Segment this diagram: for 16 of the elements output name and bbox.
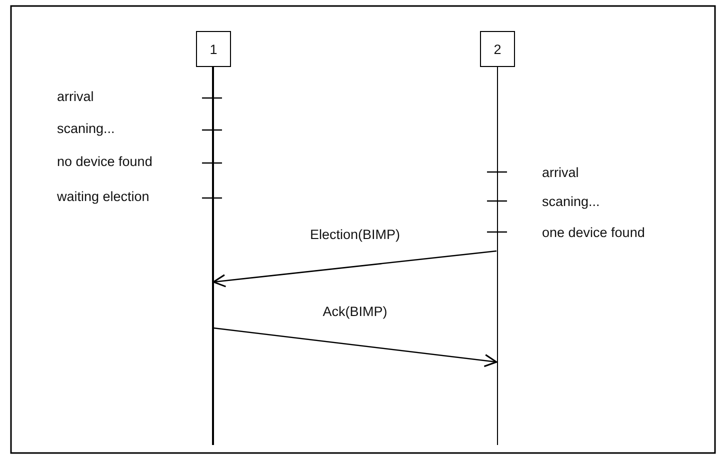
event-label: one device found: [542, 225, 645, 241]
participant-number: 2: [494, 42, 502, 56]
event-label: waiting election: [57, 189, 150, 205]
event-label: arrival: [57, 89, 94, 105]
message-arrow: [213, 327, 498, 368]
lifeline: [212, 67, 214, 445]
event-label: scaning...: [57, 121, 115, 137]
message-arrow: [212, 250, 497, 288]
participant-box: [480, 31, 515, 67]
event-label: no device found: [57, 154, 152, 170]
edge-label: Ack(BIMP): [320, 304, 390, 320]
lifeline: [496, 67, 498, 445]
participant-number: 1: [210, 42, 218, 56]
event-label: scaning...: [542, 194, 600, 210]
event-label: arrival: [542, 165, 579, 181]
participant-box: [196, 31, 231, 67]
